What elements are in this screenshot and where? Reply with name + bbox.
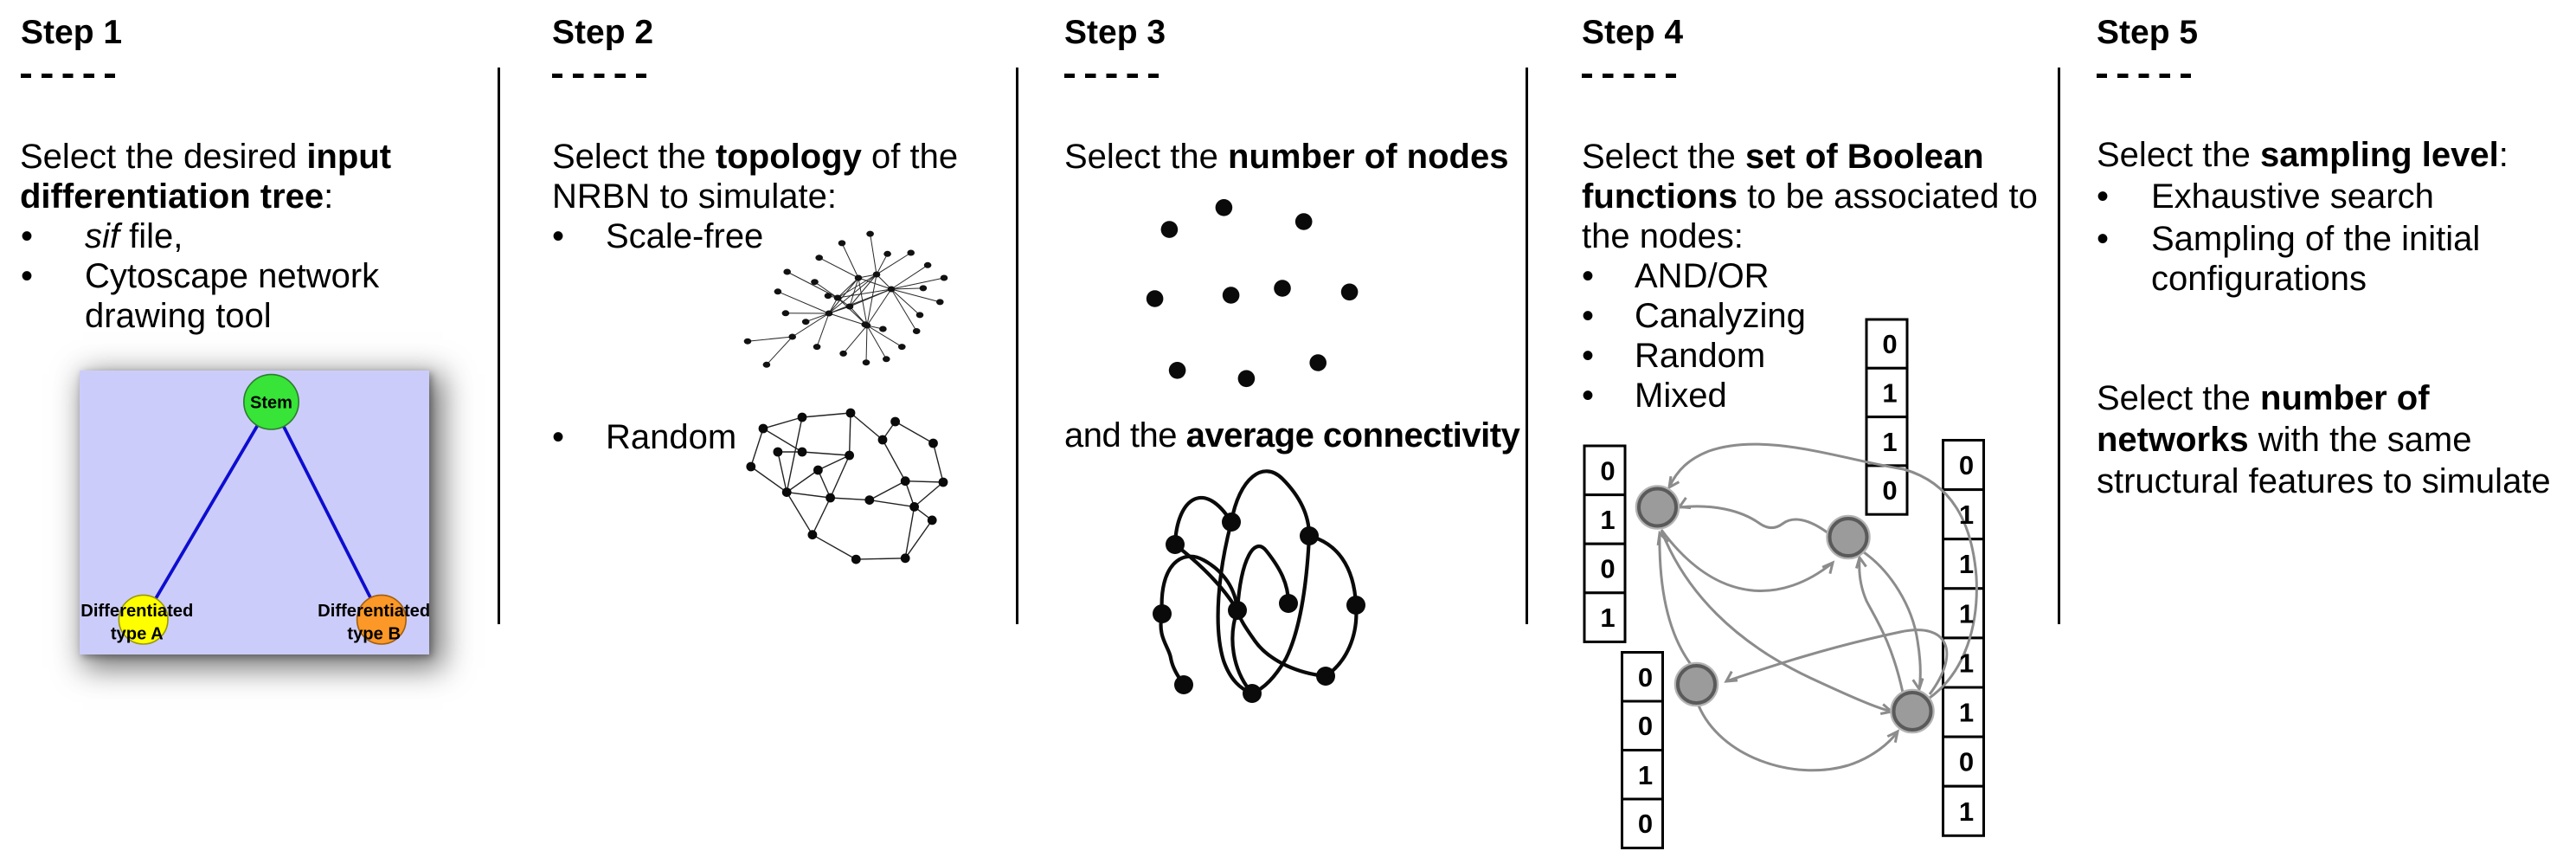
svg-text:0: 0 [1882, 329, 1897, 359]
svg-text:Stem: Stem [250, 394, 292, 413]
svg-text:1: 1 [1638, 760, 1653, 790]
svg-text:0: 0 [1959, 747, 1974, 777]
svg-text:Differentiated: Differentiated [318, 602, 430, 621]
svg-text:0: 0 [1638, 809, 1653, 839]
svg-text:1: 1 [1882, 427, 1897, 457]
svg-text:0: 0 [1959, 450, 1974, 480]
svg-text:0: 0 [1882, 475, 1897, 506]
svg-text:1: 1 [1600, 603, 1615, 633]
svg-text:1: 1 [1882, 377, 1897, 408]
svg-text:1: 1 [1600, 505, 1615, 535]
svg-text:0: 0 [1600, 554, 1615, 584]
svg-text:1: 1 [1959, 500, 1974, 530]
svg-text:0: 0 [1600, 455, 1615, 486]
svg-text:type B: type B [347, 624, 401, 643]
svg-text:1: 1 [1959, 648, 1974, 678]
svg-text:0: 0 [1638, 711, 1653, 741]
svg-text:1: 1 [1959, 698, 1974, 728]
svg-text:Differentiated: Differentiated [80, 602, 193, 621]
svg-text:0: 0 [1638, 662, 1653, 693]
svg-text:1: 1 [1959, 549, 1974, 579]
svg-text:type A: type A [111, 624, 164, 643]
svg-text:1: 1 [1959, 796, 1974, 827]
svg-text:1: 1 [1959, 598, 1974, 629]
